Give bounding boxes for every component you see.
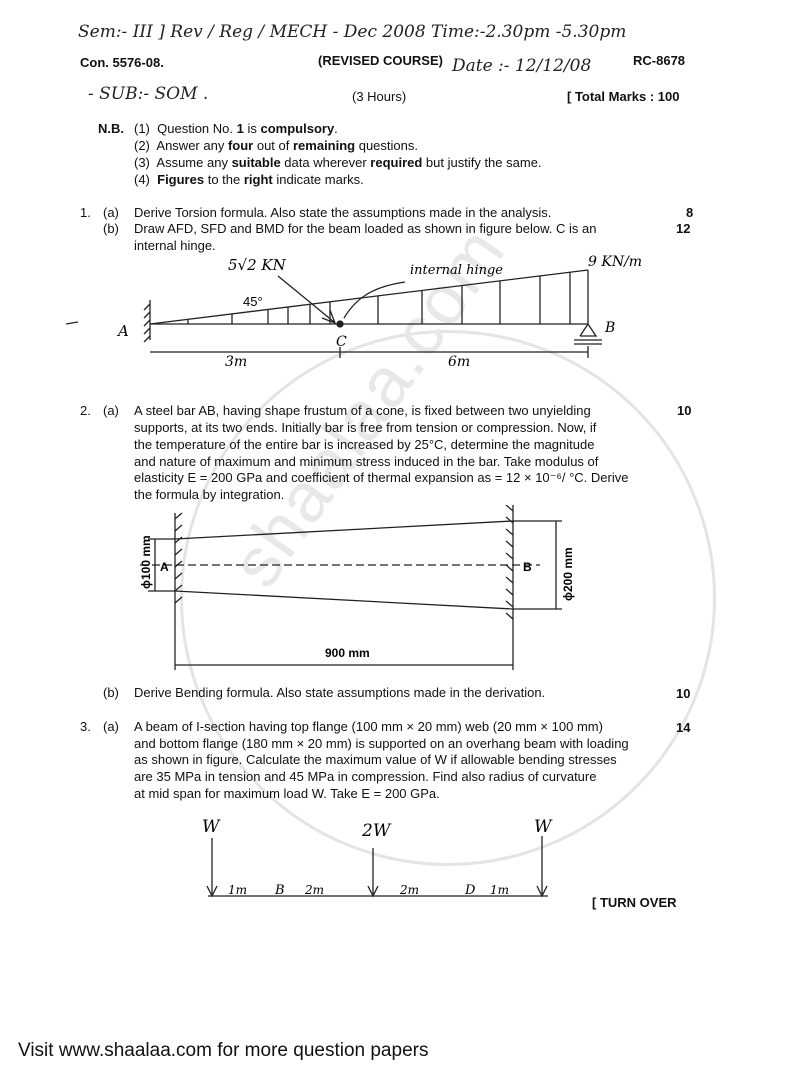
fig-angle-label: 45° [243, 294, 263, 309]
fig-point-b: B [604, 320, 615, 336]
nb-item: (3) Assume any suitable data wherever re… [134, 155, 542, 170]
fig-load-label: 5√2 KN [228, 256, 287, 274]
fig-length: 900 mm [325, 646, 370, 660]
fig-point-c: C [336, 334, 347, 350]
q3a-label: (a) [103, 719, 119, 734]
q3a-line-3: as shown in figure. Calculate the maximu… [134, 752, 617, 767]
fig-dia-left: ϕ100 mm [139, 535, 153, 589]
q2a-marks: 10 [677, 403, 692, 418]
total-marks: [ Total Marks : 100 [567, 89, 680, 104]
fig-span-1: 1m [228, 883, 247, 897]
con-number: Con. 5576-08. [80, 55, 164, 70]
q1a-text: Derive Torsion formula. Also state the a… [134, 205, 552, 220]
q2a-line-1: A steel bar AB, having shape frustum of … [134, 403, 591, 418]
q1b-marks: 12 [676, 221, 691, 236]
fig-point-b: B [274, 883, 285, 898]
duration: (3 Hours) [352, 89, 407, 104]
paper-code: RC-8678 [633, 53, 686, 68]
q3a-line-2: and bottom flange (180 mm × 20 mm) is su… [134, 736, 629, 751]
q3a-line-5: at mid span for maximum load W. Take E =… [134, 786, 440, 801]
q2-number: 2. [80, 403, 91, 418]
fig-point-a: A [160, 560, 169, 574]
footer-link-text[interactable]: Visit www.shaalaa.com for more question … [18, 1040, 429, 1061]
q3a-marks: 14 [676, 720, 691, 735]
turn-over: [ TURN OVER [592, 895, 677, 910]
fig-point-b: B [523, 560, 532, 574]
q2a-line-4: and nature of maximum and minimum stress… [134, 454, 599, 469]
q3-beam-figure: W 2W W 1m B 2m 2m D 1m [202, 817, 553, 898]
fig-point-a: A [116, 322, 129, 340]
q2a-line-2: supports, at its two ends. Initially bar… [134, 420, 597, 435]
nb-item: (2) Answer any four out of remaining que… [134, 138, 418, 153]
fig-hinge-label: internal hinge [410, 263, 503, 278]
q2a-label: (a) [103, 403, 119, 418]
q2b-label: (b) [103, 685, 119, 700]
q1a-marks: 8 [686, 205, 694, 220]
q1-beam-figure: 5√2 KN 45° internal hinge 9 KN/m A C B 3… [65, 254, 642, 370]
q2b-marks: 10 [676, 686, 691, 701]
course-label: (REVISED COURSE) [318, 53, 443, 68]
q2a-line-5: elasticity E = 200 GPa and coefficient o… [134, 470, 629, 485]
q1a-label: (a) [103, 205, 119, 220]
nb-item: (4) Figures to the right indicate marks. [134, 172, 364, 187]
fig-load-2w: 2W [361, 821, 392, 841]
q2b-text: Derive Bending formula. Also state assum… [134, 685, 546, 700]
q3-number: 3. [80, 719, 91, 734]
handwritten-header: Sem:- III ] Rev / Reg / MECH - Dec 2008 … [78, 22, 627, 42]
q1-number: 1. [80, 205, 91, 220]
fig-load-w3: W [534, 817, 553, 837]
q2-frustum-figure: A B ϕ100 mm ϕ200 mm 900 mm [139, 505, 575, 670]
q2a-line-6: the formula by integration. [134, 487, 285, 502]
fig-udl-label: 9 KN/m [588, 254, 642, 270]
q3a-line-1: A beam of I-section having top flange (1… [134, 719, 603, 734]
q2a-line-3: the temperature of the entire bar is inc… [134, 437, 595, 452]
nb-label: N.B. [98, 121, 124, 136]
fig-dia-right: ϕ200 mm [561, 547, 575, 601]
q1b-label: (b) [103, 221, 119, 236]
fig-point-d: D [464, 883, 476, 898]
handwritten-date: Date :- 12/12/08 [452, 56, 592, 76]
fig-span-3: 2m [399, 883, 419, 897]
q3a-line-4: are 35 MPa in tension and 45 MPa in comp… [134, 769, 597, 784]
fig-span-1: 3m [225, 354, 247, 370]
fig-span-4: 1m [490, 883, 509, 897]
q1b-text-1: Draw AFD, SFD and BMD for the beam loade… [134, 221, 597, 236]
fig-span-2: 6m [448, 354, 470, 370]
q1b-text-2: internal hinge. [134, 238, 216, 253]
handwritten-subject: - SUB:- SOM . [88, 84, 209, 104]
fig-span-2: 2m [304, 883, 324, 897]
nb-item: (1) Question No. 1 is compulsory. [134, 121, 338, 136]
fig-load-w1: W [202, 817, 221, 837]
